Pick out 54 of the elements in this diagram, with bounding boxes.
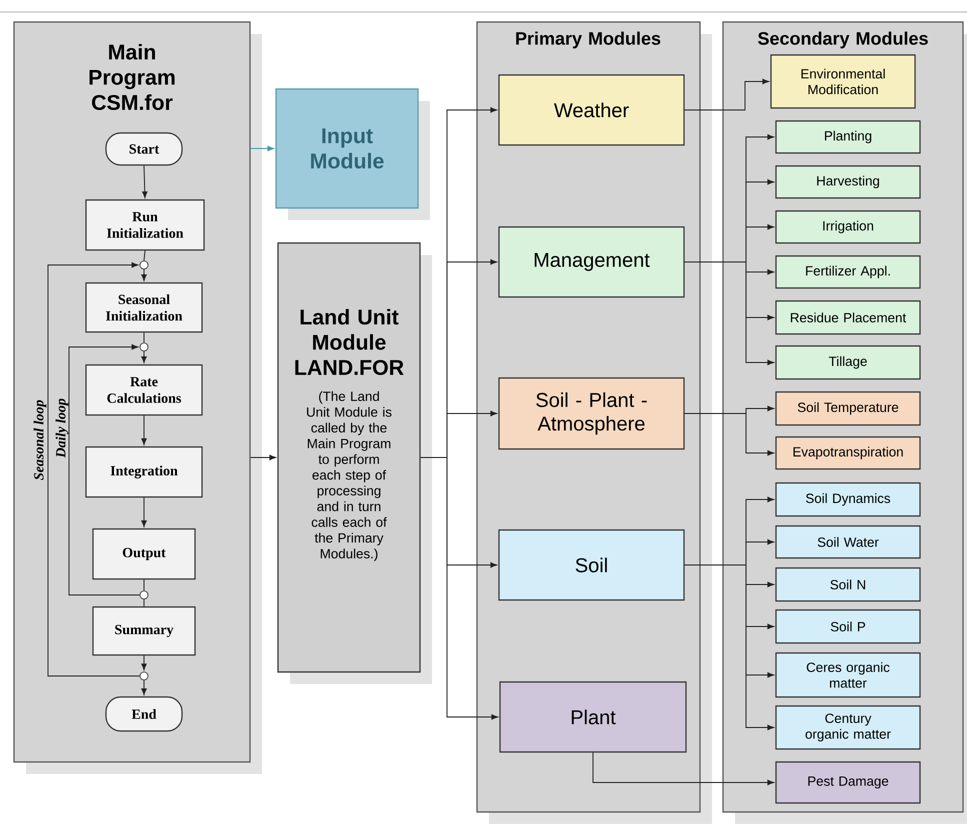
module-box: Fertilizer Appl.	[775, 255, 921, 289]
module-box: Input Module	[275, 88, 419, 209]
edge-label: Daily loop	[56, 398, 68, 458]
module-box: Pest Damage	[775, 761, 921, 804]
connector-arrow	[420, 457, 498, 720]
edge-label: Seasonal loop	[34, 400, 46, 480]
module-box: Soil Temperature	[775, 391, 921, 426]
terminal-box: Start	[105, 132, 183, 166]
connector-arrow	[142, 165, 148, 198]
module-box: Management	[498, 226, 685, 298]
module-box: Plant	[499, 681, 687, 753]
process-box: Rate Calculations	[85, 364, 203, 416]
module-box: Weather	[498, 74, 685, 146]
module-box: Century organic matter	[775, 705, 921, 750]
junction-circle	[140, 260, 148, 270]
connector-arrow	[592, 752, 774, 786]
terminal-box: End	[105, 696, 183, 732]
module-box: Environmental Modification	[770, 54, 916, 109]
connector-arrow	[68, 344, 140, 596]
connector-arrow	[141, 680, 147, 695]
connector-arrow	[48, 262, 140, 676]
module-box: Soil	[498, 529, 685, 601]
junction-circle	[140, 590, 148, 600]
module-box: Tillage	[775, 345, 921, 380]
process-box: Seasonal Initialization	[85, 282, 203, 333]
process-box: Integration	[85, 446, 203, 498]
connector-arrow	[141, 655, 147, 670]
connector-arrow	[684, 564, 774, 730]
junction-circle	[140, 342, 148, 352]
process-box: Output	[92, 528, 196, 580]
module-box: Land Unit Module LAND.FOR (The Land Unit Module is called by the Main Program to perform each step of processing and in turn calls each of the Primary Modules.)	[277, 242, 421, 673]
junction-circle	[140, 672, 148, 680]
module-box: Soil - Plant - Atmosphere	[498, 377, 685, 450]
module-box: Residue Placement	[775, 300, 921, 335]
module-box: Soil Dynamics	[775, 482, 921, 517]
process-box: Summary	[92, 606, 196, 656]
module-box: Ceres organic matter	[775, 652, 921, 698]
connector-arrow	[250, 146, 274, 152]
module-box: Evapotranspiration	[775, 436, 921, 470]
module-box: Irrigation	[775, 210, 921, 244]
module-box: Soil N	[775, 567, 921, 602]
process-box: Run Initialization	[85, 199, 205, 251]
connector-arrow	[141, 497, 147, 527]
connector-arrow	[684, 262, 774, 366]
module-box: Planting	[775, 120, 921, 154]
module-box: Soil Water	[775, 525, 921, 559]
module-box: Soil P	[775, 609, 921, 644]
module-box: Harvesting	[775, 165, 921, 199]
connector-arrow	[250, 454, 276, 460]
connector-arrow	[141, 350, 147, 363]
connector-arrow	[684, 78, 769, 110]
connector-arrow	[141, 268, 147, 281]
connector-arrow	[141, 415, 147, 445]
connector-arrow	[684, 413, 774, 456]
